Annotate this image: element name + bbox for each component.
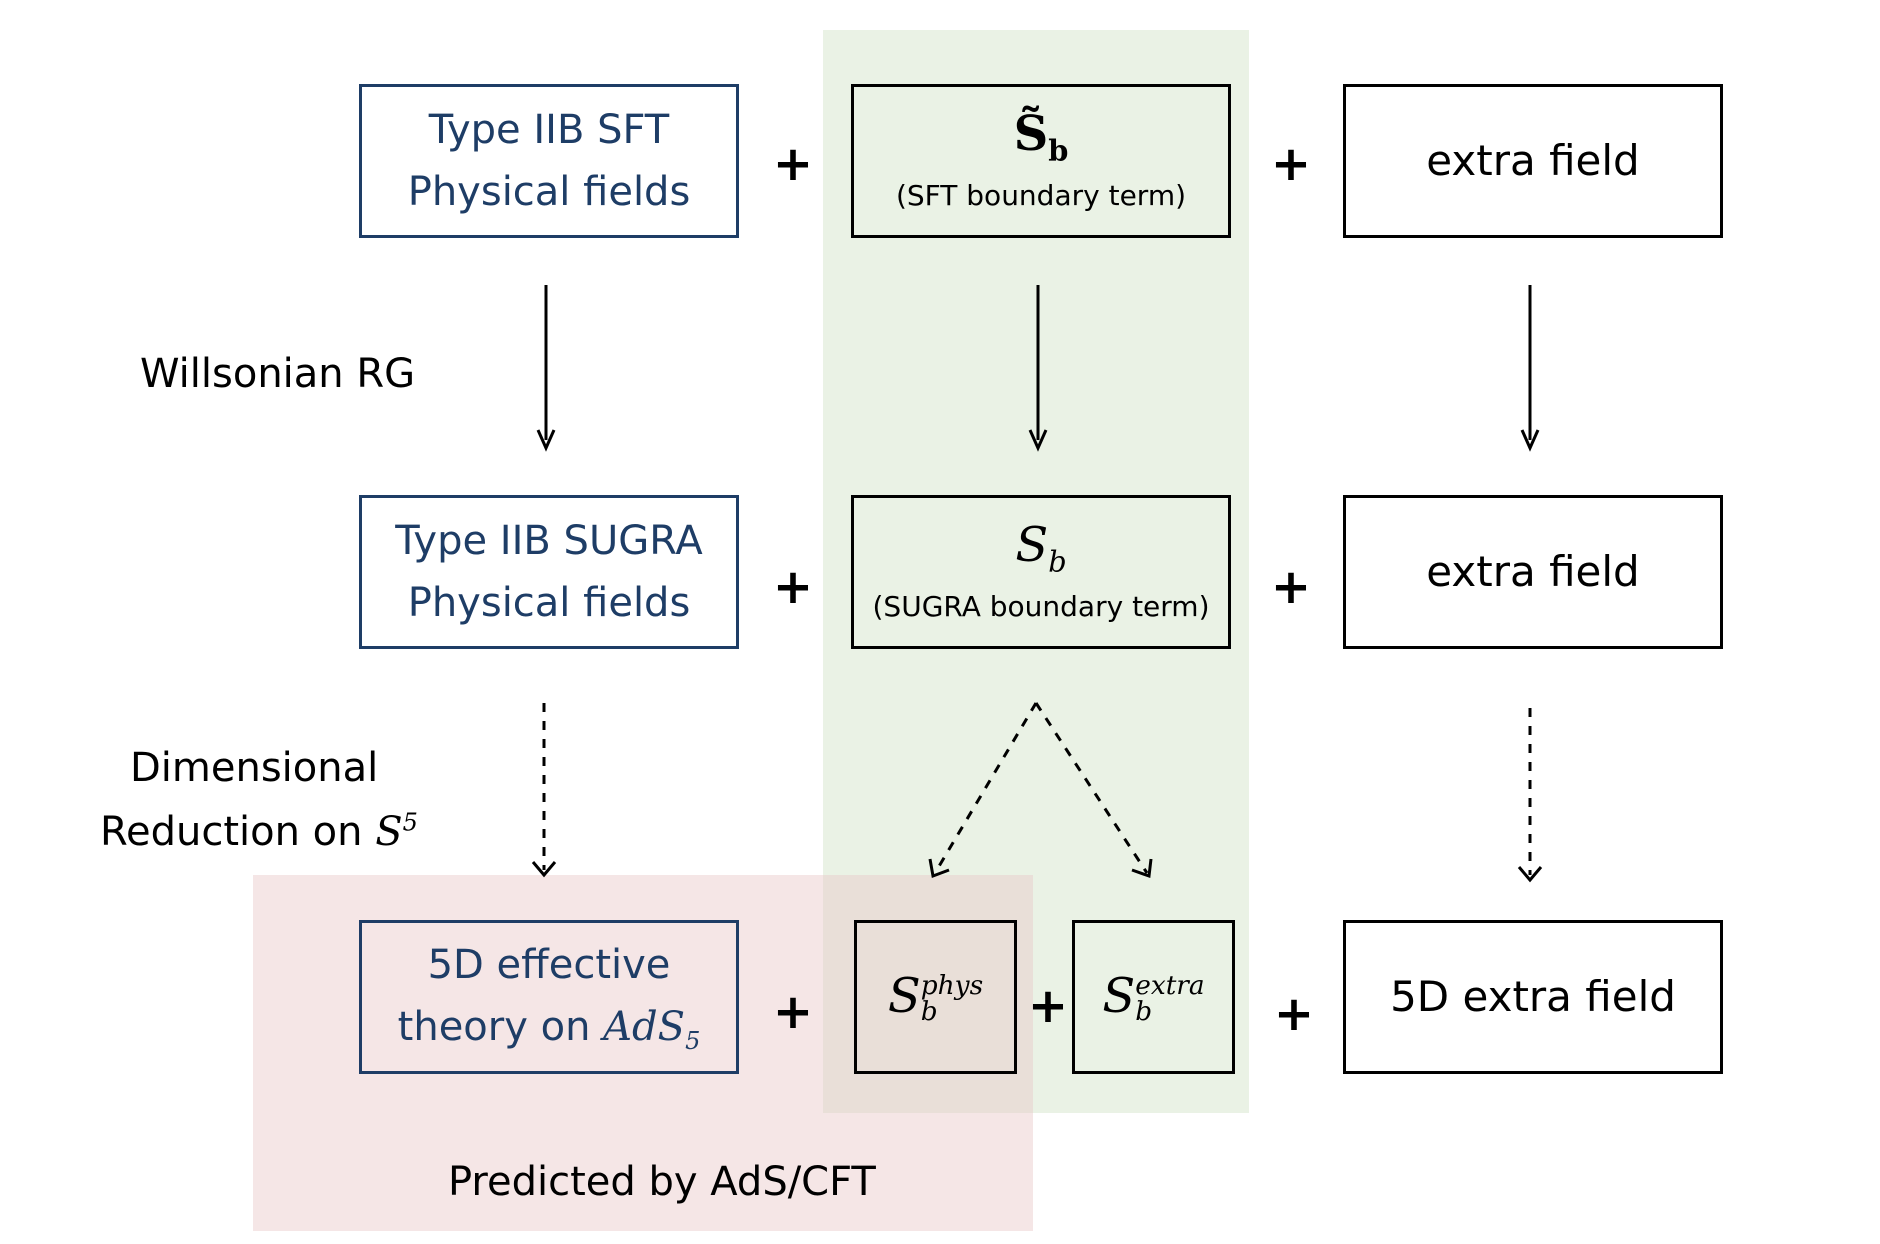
plus-sign: + xyxy=(772,984,814,1040)
type-iib-sft-subtitle: Physical fields xyxy=(407,169,691,215)
plus-sign: + xyxy=(1273,986,1315,1042)
5d-effective-theory-box: 5D effective theory on AdS5 xyxy=(359,920,739,1074)
type-iib-sugra-title: Type IIB SUGRA xyxy=(395,518,703,564)
extra-field-label: extra field xyxy=(1426,547,1640,597)
solid-arrow-middle xyxy=(1028,285,1048,452)
sugra-boundary-symbol: Sb xyxy=(1015,517,1067,579)
sft-boundary-term-box: S̃b (SFT boundary term) xyxy=(851,84,1231,238)
extra-field-box-row2: extra field xyxy=(1343,495,1723,649)
adscft-prediction-highlight xyxy=(253,875,1033,1231)
dimensional-reduction-line1: Dimensional xyxy=(130,745,379,791)
dimensional-reduction-line2: Reduction on S5 xyxy=(100,808,418,855)
boundary-term-highlight xyxy=(823,30,1249,1113)
type-iib-sft-box: Type IIB SFT Physical fields xyxy=(359,84,739,238)
sugra-boundary-caption: (SUGRA boundary term) xyxy=(872,590,1210,624)
dashed-arrow-left xyxy=(531,703,557,878)
5d-effective-subtitle: theory on AdS5 xyxy=(397,1003,701,1055)
5d-effective-title: 5D effective xyxy=(427,941,671,988)
extra-field-box-row1: extra field xyxy=(1343,84,1723,238)
5d-extra-field-label: 5D extra field xyxy=(1390,972,1676,1022)
type-iib-sft-title: Type IIB SFT xyxy=(428,107,670,153)
plus-sign: + xyxy=(772,559,814,615)
sft-boundary-symbol: S̃b xyxy=(1013,106,1069,168)
plus-sign: + xyxy=(1270,559,1312,615)
5d-extra-field-box: 5D extra field xyxy=(1343,920,1723,1074)
extra-field-label: extra field xyxy=(1426,136,1640,186)
willsonian-rg-label: Willsonian RG xyxy=(140,351,416,397)
plus-sign: + xyxy=(1027,978,1069,1034)
plus-sign: + xyxy=(772,136,814,192)
solid-arrow-left xyxy=(536,285,556,452)
type-iib-sugra-subtitle: Physical fields xyxy=(407,580,691,626)
sugra-boundary-term-box: Sb (SUGRA boundary term) xyxy=(851,495,1231,649)
plus-sign: + xyxy=(1270,136,1312,192)
dashed-arrow-split-right xyxy=(1034,702,1153,879)
dimensional-reduction-label: Dimensional Reduction on S5 xyxy=(100,736,418,864)
sft-boundary-caption: (SFT boundary term) xyxy=(895,179,1187,213)
dashed-arrow-right xyxy=(1517,708,1543,883)
predicted-by-adscft-label: Predicted by AdS/CFT xyxy=(448,1159,876,1205)
solid-arrow-right xyxy=(1520,285,1540,452)
type-iib-sugra-box: Type IIB SUGRA Physical fields xyxy=(359,495,739,649)
dashed-arrow-split-left xyxy=(928,702,1038,879)
